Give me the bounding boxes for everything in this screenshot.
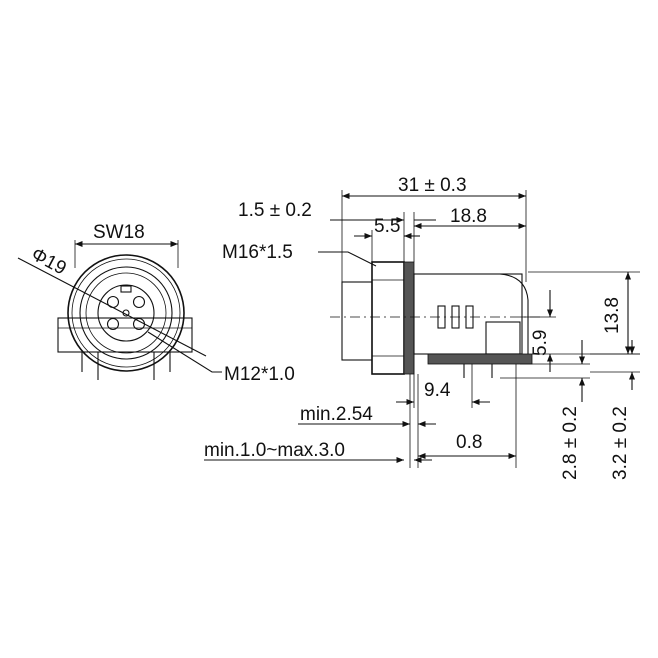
min-pitch-label: min.2.54: [300, 404, 373, 425]
front-pcb-legs: [81, 352, 171, 380]
body-length-label: 18.8: [450, 206, 487, 227]
side-front-cap: [341, 281, 373, 361]
side-pcb: [427, 353, 533, 365]
pin-length-2-8-label: 2.8 ± 0.2: [560, 406, 581, 480]
height-5-9-label: 5.9: [530, 330, 551, 356]
m16-thread-label: M16*1.5: [222, 242, 293, 263]
front-base-plate: [57, 317, 193, 353]
side-hex-nut: [371, 261, 405, 375]
height-13-8-label: 13.8: [602, 297, 623, 334]
nut-width-label: 5.5: [374, 216, 400, 237]
pin-pitch-label: 9.4: [424, 380, 451, 401]
panel-thickness-label: min.1.0~max.3.0: [204, 440, 345, 461]
overall-length-label: 31 ± 0.3: [398, 175, 467, 196]
m12-thread-label: M12*1.0: [224, 364, 295, 385]
side-view: 31 ± 0.3 1.5 ± 0.2 5.5 18.8 M16*1.5 13.8…: [204, 175, 640, 480]
side-flange: [403, 261, 415, 375]
pin-length-3-2-label: 3.2 ± 0.2: [610, 406, 631, 480]
front-outer-ring: [67, 254, 185, 372]
side-body: [413, 273, 523, 355]
offset-0-8-label: 0.8: [456, 432, 482, 453]
flange-thickness-label: 1.5 ± 0.2: [238, 200, 312, 221]
sw18-label: SW18: [93, 222, 145, 243]
